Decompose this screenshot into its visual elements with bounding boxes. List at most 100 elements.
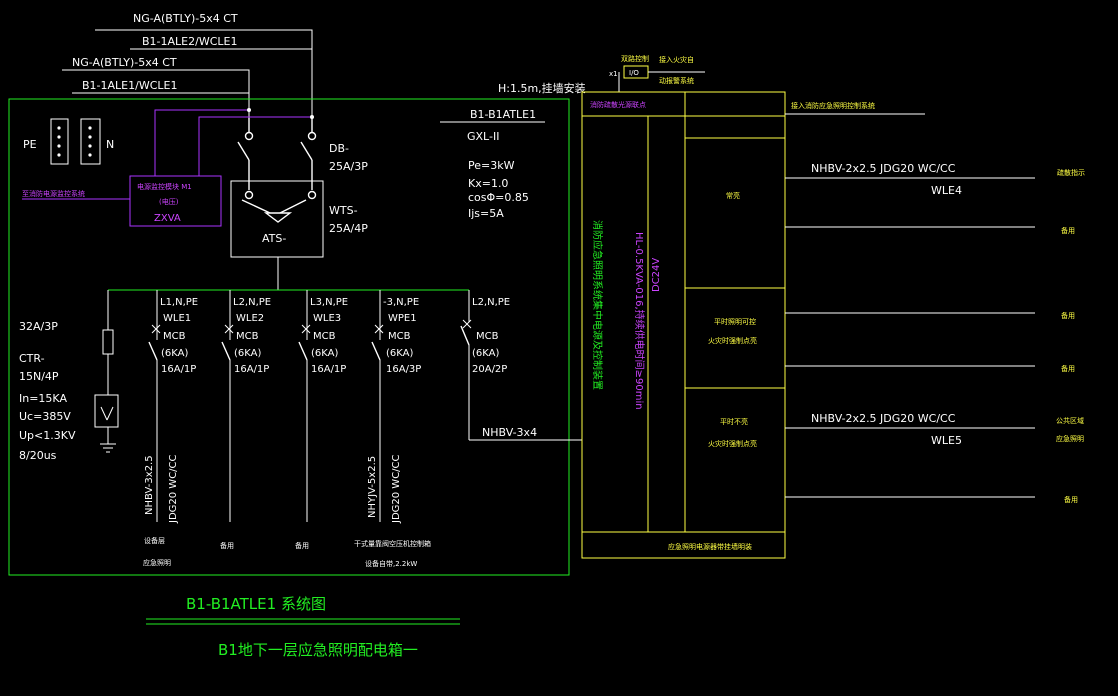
output-1-cable: NHBV-2x2.5 JDG20 WC/CC — [811, 162, 956, 175]
panel-outline — [8, 98, 570, 576]
control-top-note3: 动报警系统 — [659, 76, 694, 85]
control-cabinet — [581, 91, 786, 559]
spd-in: In=15KA — [19, 392, 67, 405]
circuit-4-rating: 16A/3P — [386, 364, 421, 375]
monitor-module-box — [129, 175, 222, 227]
circuit-4-type: MCB — [388, 331, 411, 342]
output-2-dest: 备用 — [1061, 226, 1075, 235]
circuit-4-load1: 干式量靠阀空压机控制箱 — [354, 539, 431, 548]
circuit-5-rating: 20A/2P — [472, 364, 507, 375]
pe-label: PE — [23, 138, 37, 151]
circuit-1-conduit: JDG20 WC/CC — [168, 454, 179, 524]
control-vertical-spec: HL-0.5KVA-016,持续供电时间≥90min — [633, 232, 646, 410]
circuit-4-cable: NHYJV-5x2.5 — [367, 456, 378, 518]
control-top-note2: 接入火灾自 — [659, 55, 694, 64]
monitor-module-line1: 电源监控模块 M1 — [137, 182, 192, 191]
feeder2-cable: NG-A(BTLY)-5x4 CT — [72, 56, 177, 69]
panel-title: B1地下一层应急照明配电箱一 — [218, 641, 418, 659]
output-lines — [785, 177, 1035, 498]
output-5-box: 平时不亮 — [720, 417, 748, 426]
feeder1-line — [95, 29, 313, 118]
output-4-dest: 备用 — [1061, 364, 1075, 373]
feeder2-line — [62, 69, 250, 118]
control-footer: 应急照明电源器带挂墙明装 — [668, 542, 752, 551]
circuit-2-type: MCB — [236, 331, 259, 342]
circuit-4-phase: -3,N,PE — [383, 297, 419, 308]
panel-cos: cosΦ=0.85 — [468, 191, 529, 204]
system-title: B1-B1ATLE1 系统图 — [186, 595, 326, 613]
circuit-3-rating: 16A/1P — [311, 364, 346, 375]
circuit-3-type: MCB — [313, 331, 336, 342]
spd-uc: Uc=385V — [19, 410, 71, 423]
output-3-dest: 备用 — [1061, 311, 1075, 320]
circuit-1-type: MCB — [163, 331, 186, 342]
spd-model2: 15N/4P — [19, 370, 59, 383]
spd-model: CTR- — [19, 352, 45, 365]
control-header-left: 消防疏散光源联点 — [590, 100, 646, 109]
circuit-2-load1: 备用 — [220, 541, 234, 550]
output-3-box: 平时照明可控 — [714, 317, 756, 326]
circuit-3-phase: L3,N,PE — [310, 297, 348, 308]
circuit-2: L2,N,PE WLE2 MCB (6KA) 16A/1P 备用 — [220, 290, 271, 550]
ats-box — [230, 180, 324, 258]
io-switch-label: I/O — [629, 69, 639, 77]
circuit-5-cable: NHBV-3x4 — [482, 426, 537, 439]
control-top: 双路控制 接入火灾自 动报警系统 x1 I/O — [609, 54, 705, 92]
spd-branch: 32A/3P CTR- 15N/4P In=15KA Uc=385V Up<1.… — [19, 290, 119, 462]
output-7-dest: 备用 — [1064, 495, 1078, 504]
panel-kx: Kx=1.0 — [468, 177, 508, 190]
circuit-2-breaking: (6KA) — [234, 348, 261, 359]
circuit-4-id: WPE1 — [388, 313, 417, 324]
pe-n-bars: PE N — [23, 118, 114, 165]
panel-mount: H:1.5m,挂墙安装 — [498, 81, 586, 95]
circuit-1-phase: L1,N,PE — [160, 297, 198, 308]
panel-model: GXL-II — [467, 130, 499, 143]
circuit-2-rating: 16A/1P — [234, 364, 269, 375]
circuit-5-type: MCB — [476, 331, 499, 342]
output-5-cable: NHBV-2x2.5 JDG20 WC/CC — [811, 412, 956, 425]
circuit-1: L1,N,PE WLE1 MCB (6KA) 16A/1P NHBV-3x2.5… — [143, 290, 198, 567]
circuit-4-conduit: JDG20 WC/CC — [391, 454, 402, 524]
output-5-box2: 火灾时强制点亮 — [708, 439, 757, 448]
output-1-dest: 疏散指示 — [1057, 168, 1085, 177]
circuit-1-cable: NHBV-3x2.5 — [144, 455, 155, 515]
monitor-module: 电源监控模块 M1 (电压) ZXVA 至消防电源监控系统 — [22, 108, 314, 227]
output-6-dest: 应急照明 — [1056, 434, 1084, 443]
circuit-4-load2: 设备自带,2.2kW — [365, 559, 417, 568]
output-1-box: 常亮 — [726, 191, 740, 200]
incoming-feeders: NG-A(BTLY)-5x4 CT B1-1ALE2/WCLE1 NG-A(BT… — [62, 12, 313, 118]
circuit-1-rating: 16A/1P — [161, 364, 196, 375]
output-5-id: WLE5 — [931, 434, 962, 447]
circuit-3-breaking: (6KA) — [311, 348, 338, 359]
ats-switch: ATS- WTS- 25A/4P — [230, 180, 368, 290]
feeder2-id: B1-1ALE1/WCLE1 — [82, 79, 177, 92]
panel-name: B1-B1ATLE1 — [470, 108, 536, 121]
db-rating: 25A/3P — [329, 160, 368, 173]
monitor-module-line2: (电压) — [159, 197, 179, 206]
circuit-2-id: WLE2 — [236, 313, 264, 324]
circuit-2-phase: L2,N,PE — [233, 297, 271, 308]
circuit-3-id: WLE3 — [313, 313, 341, 324]
circuit-5: L2,N,PE MCB (6KA) 20A/2P NHBV-3x4 — [460, 290, 582, 441]
control-top-note1: 双路控制 — [621, 54, 649, 63]
circuit-4-breaking: (6KA) — [386, 348, 413, 359]
output-5-dest: 公共区域 — [1056, 416, 1084, 425]
monitor-module-line3: ZXVA — [154, 213, 181, 224]
circuit-3: L3,N,PE WLE3 MCB (6KA) 16A/1P 备用 — [295, 290, 348, 550]
spd-wave: 8/20us — [19, 449, 57, 462]
n-label: N — [106, 138, 114, 151]
circuit-1-breaking: (6KA) — [161, 348, 188, 359]
output-3-box2: 火灾时强制点亮 — [708, 336, 757, 345]
circuit-5-phase: L2,N,PE — [472, 297, 510, 308]
control-dc: DC24V — [651, 258, 662, 292]
control-vertical-title: 消防应急照明系统集中电源及控制装置 — [591, 220, 604, 390]
monitor-label: 至消防电源监控系统 — [22, 189, 85, 198]
circuit-1-load2: 应急照明 — [143, 558, 171, 567]
ats-label: ATS- — [262, 232, 286, 245]
circuit-3-load1: 备用 — [295, 541, 309, 550]
output-1-id: WLE4 — [931, 184, 962, 197]
db-breaker: DB- 25A/3P — [237, 118, 368, 190]
control-x1: x1 — [609, 70, 618, 78]
circuit-5-breaking: (6KA) — [472, 348, 499, 359]
